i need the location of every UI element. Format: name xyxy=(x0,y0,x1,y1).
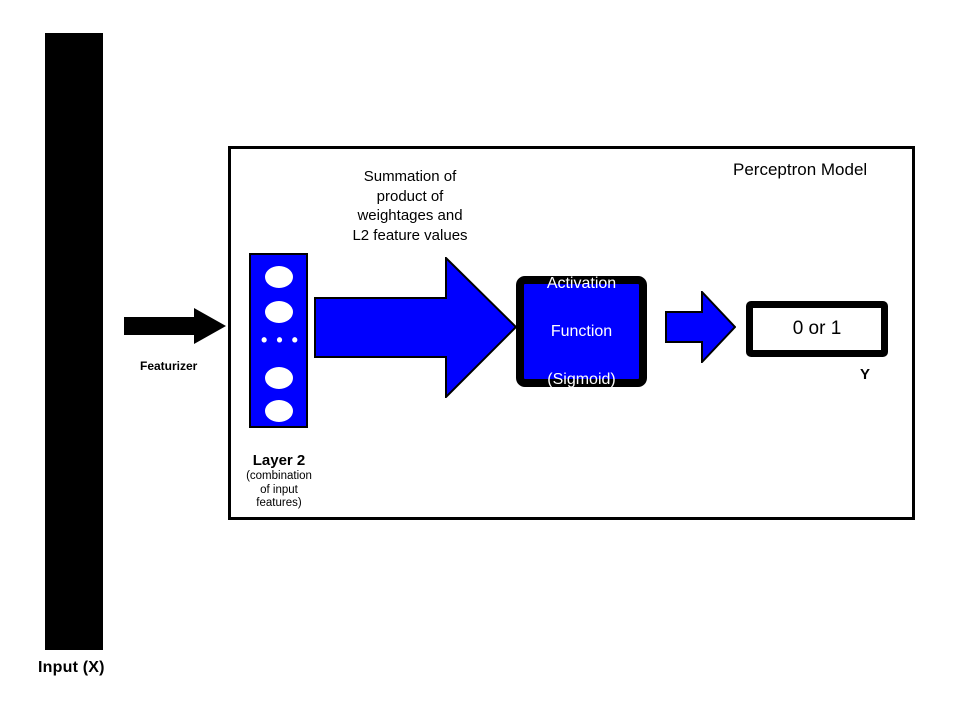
neuron-node xyxy=(265,400,293,422)
summation-line-3: weightages and xyxy=(357,207,463,224)
layer-2-subtitle-line-2: of input xyxy=(260,483,298,496)
featurizer-label: Featurizer xyxy=(140,359,198,373)
output-y-label: Y xyxy=(860,366,871,383)
layer-2-subtitle-line-1: (combination xyxy=(246,470,312,482)
activation-function-label: Activation Function (Sigmoid) xyxy=(547,248,616,416)
input-bar xyxy=(45,33,103,650)
neuron-node xyxy=(265,266,293,288)
neuron-node xyxy=(265,367,293,389)
layer-2-caption: Layer 2 (combination of input features) xyxy=(233,452,325,511)
output-value: 0 or 1 xyxy=(792,318,842,339)
summation-line-4: L2 feature values xyxy=(352,226,468,244)
page-title: Perceptron Model xyxy=(733,160,868,179)
activation-line-2: Function xyxy=(550,322,613,340)
big-right-arrow-icon xyxy=(314,257,517,398)
activation-line-1: Activation xyxy=(546,274,617,292)
activation-function-box: Activation Function (Sigmoid) xyxy=(516,275,647,388)
small-right-arrow-icon xyxy=(665,291,736,363)
activation-line-3: (Sigmoid) xyxy=(547,370,616,388)
layer-2-column: • • • xyxy=(249,253,308,428)
layer-2-title: Layer 2 xyxy=(252,452,306,469)
layer-2-subtitle-line-3: features) xyxy=(256,497,302,509)
input-label: Input (X) xyxy=(38,659,105,676)
neuron-ellipsis: • • • xyxy=(261,330,300,350)
featurizer-arrow-icon xyxy=(124,308,226,344)
summation-line-2: product of xyxy=(376,187,444,205)
neuron-node xyxy=(265,301,293,323)
summation-label: Summation of product of weightages and L… xyxy=(318,167,502,245)
output-box: 0 or 1 xyxy=(746,301,888,357)
summation-line-1: Summation of xyxy=(363,168,457,185)
